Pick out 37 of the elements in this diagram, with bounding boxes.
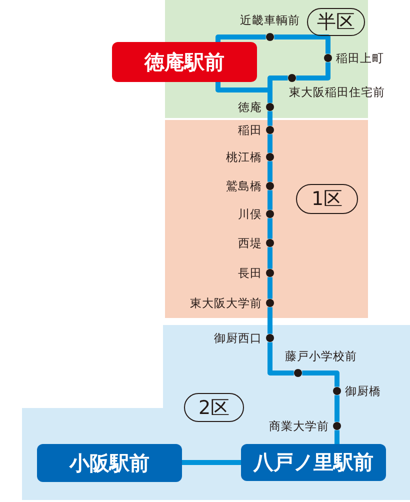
route-line <box>268 277 272 299</box>
zone-badge: 2区 <box>184 393 244 422</box>
route-line <box>334 395 340 422</box>
station-name: 長田 <box>238 266 262 280</box>
station-name: 稲田上町 <box>336 51 384 65</box>
station-name: 稲田 <box>238 123 262 137</box>
route-line <box>182 460 241 465</box>
zone-badge: 1区 <box>296 184 358 214</box>
station-name: 東大阪稲田住宅前 <box>289 85 385 99</box>
station-name: 御厨西口 <box>214 331 262 345</box>
route-line <box>268 134 272 153</box>
terminal-box: 徳庵駅前 <box>112 42 257 82</box>
route-line <box>334 430 340 444</box>
route-line <box>268 111 272 126</box>
station-name: 御厨橋 <box>345 384 381 398</box>
station-name: 藤戸小学校前 <box>285 349 357 363</box>
terminal-box: 八戸ノ里駅前 <box>241 444 386 481</box>
station-name: 桃江橋 <box>226 150 262 164</box>
route-line <box>296 62 330 80</box>
terminal-box: 小阪駅前 <box>37 444 182 482</box>
route-line <box>274 34 330 54</box>
route-line <box>268 307 272 334</box>
route-line <box>302 370 340 387</box>
route-line <box>268 161 272 182</box>
route-line <box>216 34 266 42</box>
station-name: 東大阪大学前 <box>190 296 262 310</box>
route-line <box>268 342 294 376</box>
station-name: 川俣 <box>238 207 262 221</box>
station-name: 西堤 <box>238 236 262 250</box>
station-name: 商業大学前 <box>269 419 329 433</box>
station-name: 徳庵 <box>238 100 262 114</box>
station-name: 鷲島橋 <box>226 179 262 193</box>
zone-badge: 半区 <box>307 8 365 36</box>
route-line <box>268 247 272 269</box>
route-line <box>268 218 272 239</box>
station-name: 近畿車輌前 <box>240 13 300 27</box>
route-line <box>268 190 272 210</box>
